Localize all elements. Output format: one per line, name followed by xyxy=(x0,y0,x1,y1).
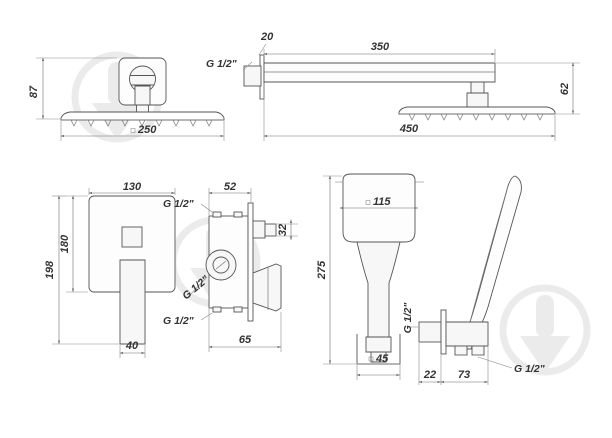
thread-arm-inlet: G 1/2" xyxy=(206,58,238,70)
view-wall-outlet: G 1/2" G 1/2" 22 73 xyxy=(402,175,546,385)
watermark-logo-right xyxy=(499,284,591,376)
dim-mixer-plate-width: 130 xyxy=(123,181,142,193)
dim-outlet-flange-projection: 22 xyxy=(423,369,436,381)
thread-outlet-hose: G 1/2" xyxy=(514,363,546,375)
view-hand-shower: 115 275 45 xyxy=(316,173,424,380)
dim-mixer-overall-height: 198 xyxy=(44,260,56,279)
dim-arm-flange-thickness: 20 xyxy=(260,31,274,43)
dim-mixer-lever-width: 40 xyxy=(125,340,139,352)
dim-mixer-body-depth: 52 xyxy=(224,181,236,193)
dim-mixer-outlet-depth: 32 xyxy=(277,224,289,236)
dim-arm-drop: 62 xyxy=(559,83,571,95)
view-mixer-side: G 1/2" G 1/2" G 1/2" 52 32 65 xyxy=(163,181,298,352)
dim-arm-length: 350 xyxy=(371,41,390,53)
dim-mixer-total-depth: 65 xyxy=(239,334,252,346)
view-overhead-shower-side: 87 250 xyxy=(28,57,225,141)
dim-arm-reach: 450 xyxy=(399,123,419,135)
thread-mixer-top: G 1/2" xyxy=(163,198,195,210)
dim-outlet-body-length: 73 xyxy=(458,369,470,381)
dim-overhead-width: 250 xyxy=(137,124,157,136)
view-shower-arm: 20 G 1/2" 350 450 62 xyxy=(206,31,580,141)
dim-hand-head-width: 115 xyxy=(373,196,391,208)
view-mixer-front: 130 180 198 40 xyxy=(44,181,176,358)
dim-hand-base-width: 45 xyxy=(375,353,389,365)
dim-overhead-height: 87 xyxy=(28,85,40,98)
thread-outlet-wall-inlet: G 1/2" xyxy=(402,302,414,334)
dim-hand-total-length: 275 xyxy=(316,260,328,280)
dim-mixer-plate-height: 180 xyxy=(59,234,71,253)
thread-mixer-bottom: G 1/2" xyxy=(163,315,195,327)
